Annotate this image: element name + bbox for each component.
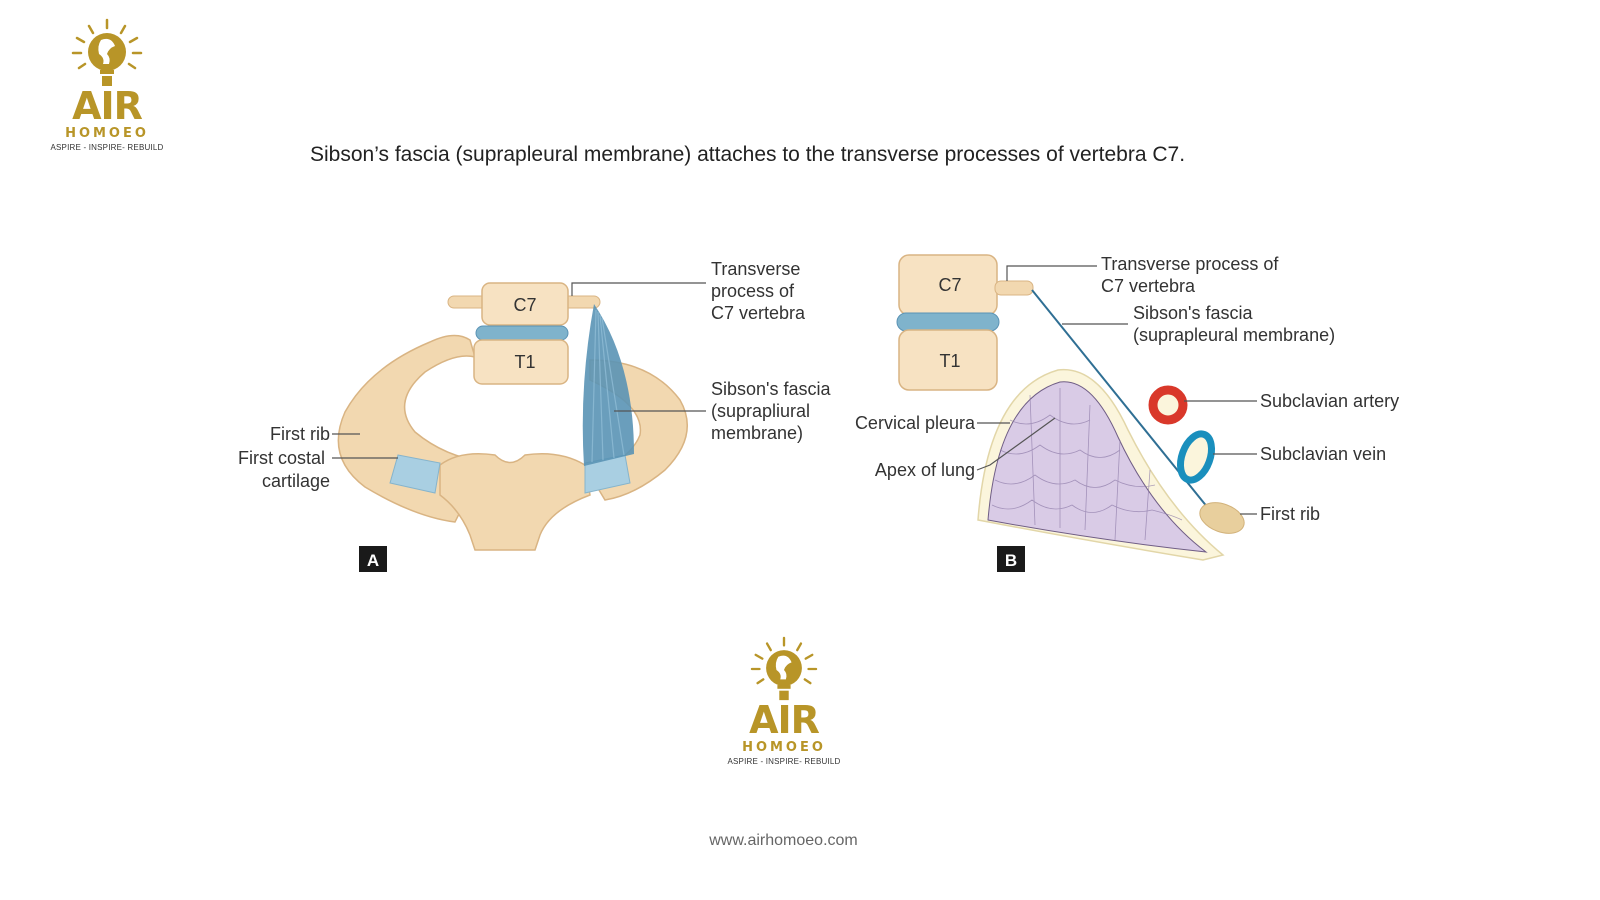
air-homoeo-logo-bottom: AIR HOMOEO ASPIRE - INSPIRE- REBUILD [726, 636, 842, 766]
manubrium [439, 453, 591, 551]
logo-tagline: ASPIRE - INSPIRE- REBUILD [50, 143, 164, 152]
panel-b-badge [997, 546, 1025, 572]
intervertebral-disc-a [475, 325, 569, 341]
logo-sub-text: HOMOEO [65, 126, 149, 141]
website-link[interactable]: www.airhomoeo.com [709, 832, 858, 849]
label-apex-of-lung: Apex of lung [875, 460, 975, 480]
subclavian-vein [1176, 430, 1216, 484]
vertebra-c7-label-b: C7 [938, 275, 961, 295]
label-sibsons-fascia-b: Sibson's fascia (suprapleural membrane) [1133, 303, 1335, 345]
slide-title: Sibson’s fascia (suprapleural membrane) … [310, 143, 1186, 166]
label-cervical-pleura: Cervical pleura [855, 413, 976, 433]
intervertebral-disc-b [896, 312, 1000, 332]
panel-a-badge [359, 546, 387, 572]
figure-a: C7 T1 Transverse process of C7 vertebra … [238, 259, 836, 572]
vertebra-t1-b [898, 329, 998, 391]
lightbulb-sun-icon [750, 636, 818, 701]
vertebra-t1-label-a: T1 [514, 352, 535, 372]
label-first-costal-cartilage: First costal cartilage [238, 448, 330, 491]
figure-b: C7 T1 Transverse process of C7 vertebra … [855, 254, 1399, 572]
transverse-process-b [994, 280, 1034, 296]
logo-sub-text: HOMOEO [742, 740, 826, 755]
first-rib-b [1199, 502, 1245, 534]
logo-brand-text: AIR [749, 698, 820, 742]
first-costal-cartilage-left [389, 454, 441, 494]
label-first-rib-b: First rib [1260, 504, 1320, 524]
sibsons-fascia-a [582, 304, 634, 466]
logo-tagline: ASPIRE - INSPIRE- REBUILD [727, 757, 841, 766]
vertebra-t1-label-b: T1 [939, 351, 960, 371]
panel-b-letter: B [1005, 551, 1017, 570]
label-subclavian-vein: Subclavian vein [1260, 444, 1386, 464]
label-transverse-process-b: Transverse process of C7 vertebra [1101, 254, 1283, 296]
anatomy-figure: C7 T1 Transverse process of C7 vertebra … [238, 254, 1399, 572]
logo-brand-text: AIR [72, 84, 143, 128]
vertebra-c7-a [481, 282, 569, 326]
panel-a-letter: A [367, 551, 379, 570]
label-transverse-process-a: Transverse process of C7 vertebra [711, 259, 806, 323]
air-homoeo-logo-top: AIR HOMOEO ASPIRE - INSPIRE- REBUILD [46, 18, 168, 152]
label-subclavian-artery: Subclavian artery [1260, 391, 1399, 411]
vertebra-t1-a [473, 339, 569, 385]
apex-of-lung [987, 381, 1208, 553]
label-first-rib-a: First rib [270, 424, 330, 444]
subclavian-artery [1148, 385, 1188, 425]
lightbulb-sun-icon [71, 18, 143, 86]
label-sibsons-fascia-a: Sibson's fascia (suprapliural membrane) [711, 379, 836, 443]
vertebra-c7-label-a: C7 [513, 295, 536, 315]
